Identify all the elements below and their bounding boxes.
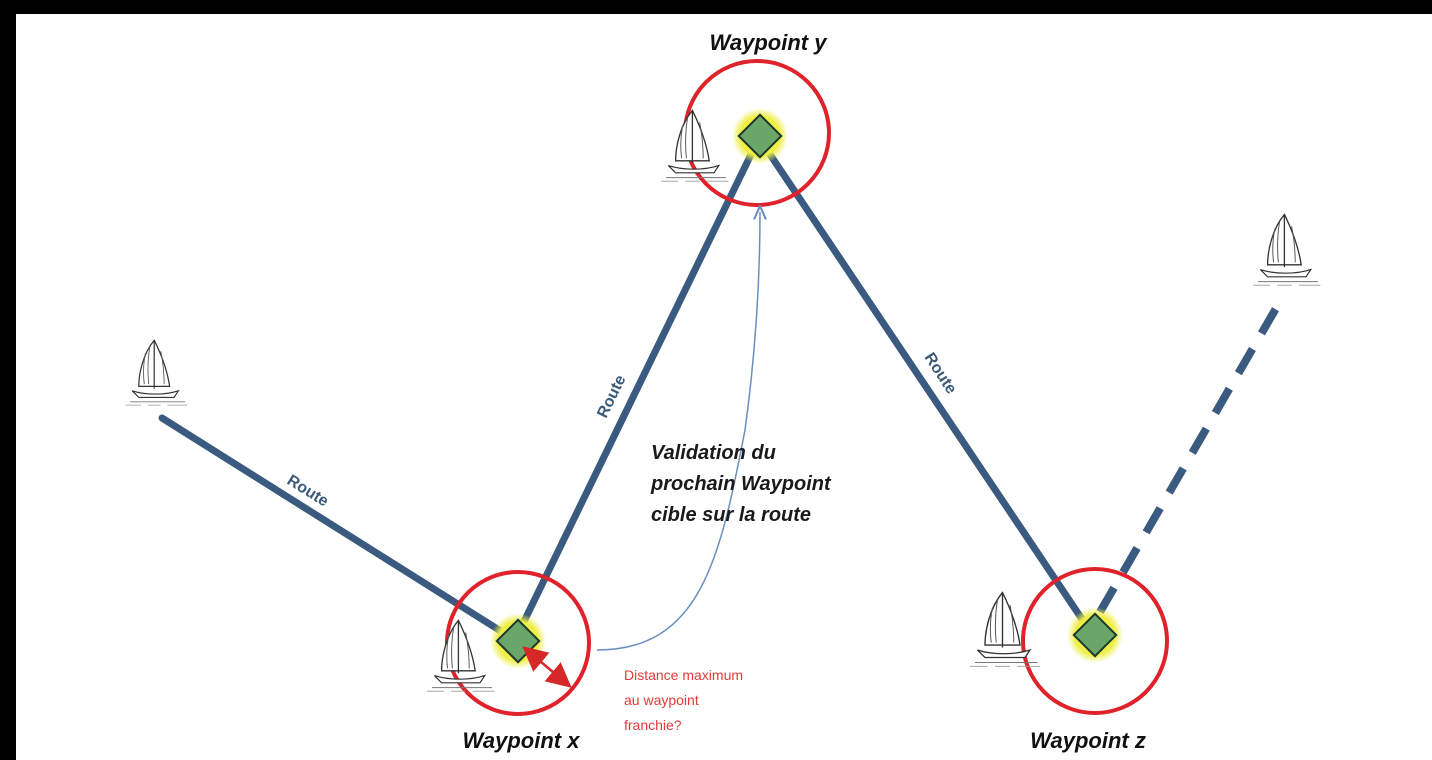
distance-note: Distance maximum au waypoint franchie?: [624, 667, 747, 733]
distance-note-line: au waypoint: [624, 692, 699, 708]
distance-note-line: franchie?: [624, 717, 682, 733]
validation-annotation-line: cible sur la route: [651, 504, 811, 526]
waypoint-marker-icon: [1067, 607, 1123, 663]
waypoint-radius-circle-z: [1021, 567, 1169, 715]
validation-annotation: Validation du prochain Waypoint cible su…: [650, 442, 836, 526]
validation-annotation-line: Validation du: [651, 442, 776, 464]
route-line-x-to-y: [511, 134, 763, 644]
distance-arrow: [522, 646, 572, 688]
route-line-y-to-z: [755, 134, 1096, 638]
diagram-panel: [16, 14, 1432, 760]
waypoint-y-label: Waypoint y: [710, 30, 829, 55]
validation-arrow: [596, 212, 760, 651]
waypoint-z-label: Waypoint z: [1030, 728, 1146, 753]
route-line-z-dashed: [1096, 295, 1286, 615]
route-line-start-to-x: [158, 414, 519, 644]
validation-annotation-line: prochain Waypoint: [650, 473, 832, 495]
waypoint-marker-icon: [732, 108, 788, 164]
distance-note-line: Distance maximum: [624, 667, 743, 683]
waypoint-x-label: Waypoint x: [463, 728, 581, 753]
